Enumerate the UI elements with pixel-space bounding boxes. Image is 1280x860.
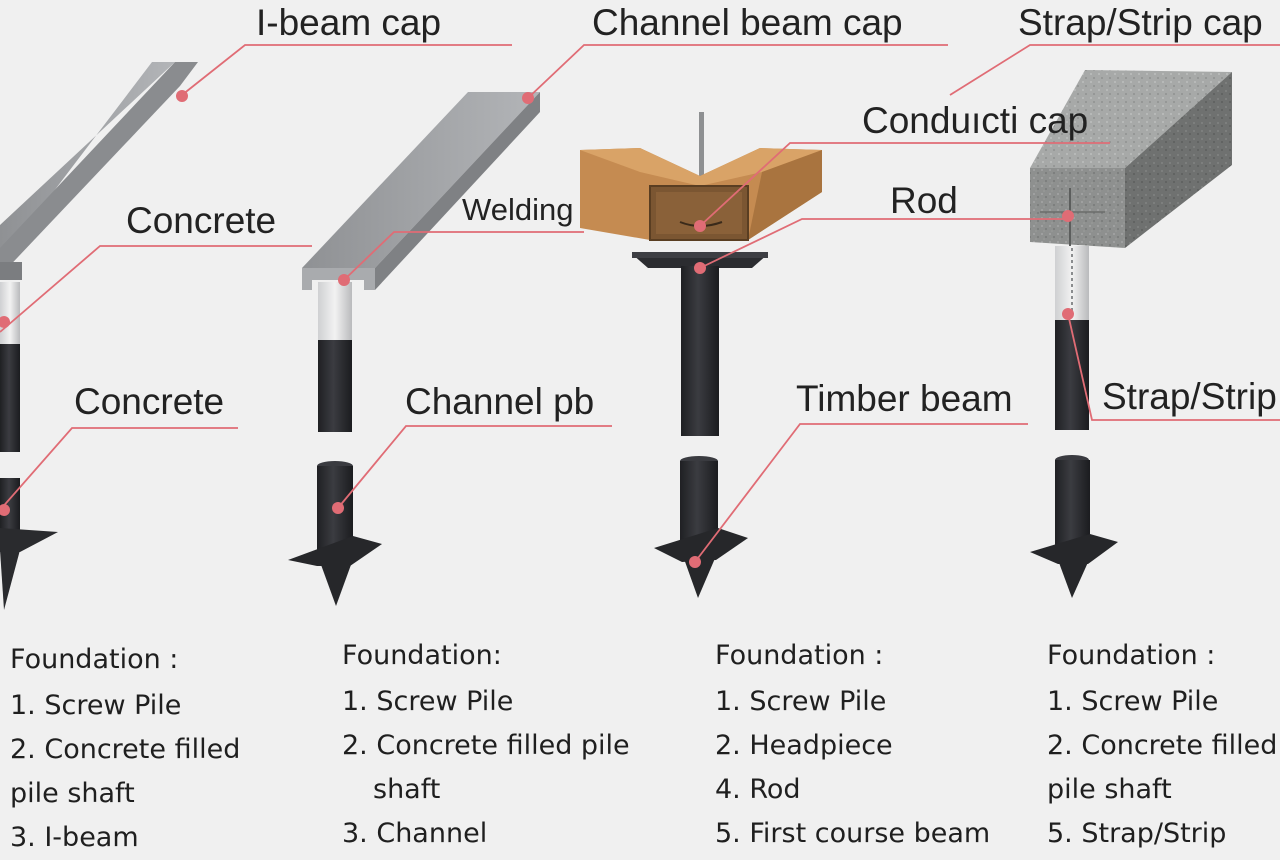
ibeam-helix: [0, 528, 58, 552]
timber-helix: [654, 528, 748, 562]
label-ibeam-cap: I-beam cap: [256, 2, 442, 43]
notes-item: 2. Concrete filled: [10, 734, 241, 765]
foundation-notes-timber: Foundation : 1. Screw Pile 2. Headpiece …: [715, 634, 990, 856]
leader-rod: [699, 218, 1070, 269]
strap-helix: [1030, 534, 1118, 564]
notes-item: 1. Screw Pile: [10, 690, 182, 721]
label-strap-strip-cap: Strap/Strip cap: [1018, 2, 1263, 43]
label-welding: Welding: [462, 192, 574, 227]
ibeam-flange: [0, 62, 198, 276]
label-concrete-upper: Concrete: [126, 200, 277, 241]
concrete-block-front: [1030, 168, 1125, 248]
notes-item: 5. Strap/Strip: [1047, 818, 1227, 849]
notes-item: 2. Concrete filled pile: [342, 730, 630, 761]
notes-heading: Foundation:: [342, 640, 502, 671]
notes-heading: Foundation :: [1047, 640, 1216, 671]
label-conducti-cap: Conduıcti cap: [862, 100, 1089, 141]
channel-concrete-fill: [318, 282, 352, 346]
channel-helix: [288, 536, 382, 566]
notes-item: shaft: [373, 774, 441, 805]
notes-item: 2. Concrete filled: [1047, 730, 1278, 761]
channel-top-face: [302, 92, 540, 268]
rod-top: [699, 112, 704, 184]
leader-concrete-upper: [0, 245, 312, 333]
foundation-notes-ibeam: Foundation : 1. Screw Pile 2. Concrete f…: [10, 638, 240, 860]
ibeam-pile-shaft: [0, 344, 20, 452]
ibeam-end: [0, 262, 22, 280]
ibeam-assembly: [0, 62, 198, 610]
label-channel-pb: Channel pb: [405, 381, 595, 422]
notes-item: 1. Screw Pile: [342, 686, 514, 717]
label-timber-beam: Timber beam: [796, 378, 1013, 419]
leader-dots: [0, 90, 1074, 568]
notes-item: 1. Screw Pile: [715, 686, 887, 717]
timber-assembly: [580, 112, 822, 598]
notes-item: pile shaft: [1047, 774, 1172, 805]
strap-assembly: [1030, 70, 1232, 598]
leader-strap-strip-cap: [949, 44, 1280, 96]
label-concrete-lower: Concrete: [74, 381, 225, 422]
foundation-notes-strap: Foundation : 1. Screw Pile 2. Concrete f…: [1047, 634, 1277, 856]
timber-pile-shaft: [681, 266, 719, 436]
channel-pile-tip: [320, 562, 352, 606]
notes-item: 3. Channel: [342, 818, 488, 849]
concrete-block-side: [1125, 72, 1232, 248]
notes-heading: Foundation :: [10, 644, 179, 675]
strap-pile-shaft: [1055, 320, 1089, 430]
leader-lines: [0, 44, 1280, 563]
leader-ibeam-cap: [181, 44, 512, 96]
leader-timber-beam: [694, 423, 1028, 563]
notes-item: 2. Headpiece: [715, 730, 893, 761]
leader-channel-beam-cap: [527, 44, 948, 99]
foundation-notes-channel: Foundation: 1. Screw Pile 2. Concrete fi…: [342, 634, 630, 856]
channel-pile-shaft: [318, 340, 352, 432]
channel-assembly: [288, 92, 540, 606]
label-strap-strip: Strap/Strip: [1102, 376, 1277, 417]
strap-pile-tip: [1058, 560, 1089, 598]
ibeam-concrete-fill: [0, 282, 20, 344]
label-channel-beam-cap: Channel beam cap: [592, 2, 903, 43]
notes-item: pile shaft: [10, 778, 135, 809]
leader-welding: [343, 231, 584, 281]
notes-item: 5. First course beam: [715, 818, 991, 849]
label-rod: Rod: [890, 180, 958, 221]
notes-item: 4. Rod: [715, 774, 801, 805]
leader-conducti-cap: [699, 142, 1110, 227]
leader-strap-strip: [1067, 313, 1280, 421]
leader-concrete-lower: [0, 427, 238, 511]
notes-item: 1. Screw Pile: [1047, 686, 1219, 717]
notes-item: 3. I-beam: [10, 822, 139, 853]
ibeam-pile-tip: [0, 550, 20, 610]
notes-heading: Foundation :: [715, 640, 884, 671]
leader-channel-pb: [337, 425, 612, 509]
channel-side-face: [375, 92, 540, 290]
